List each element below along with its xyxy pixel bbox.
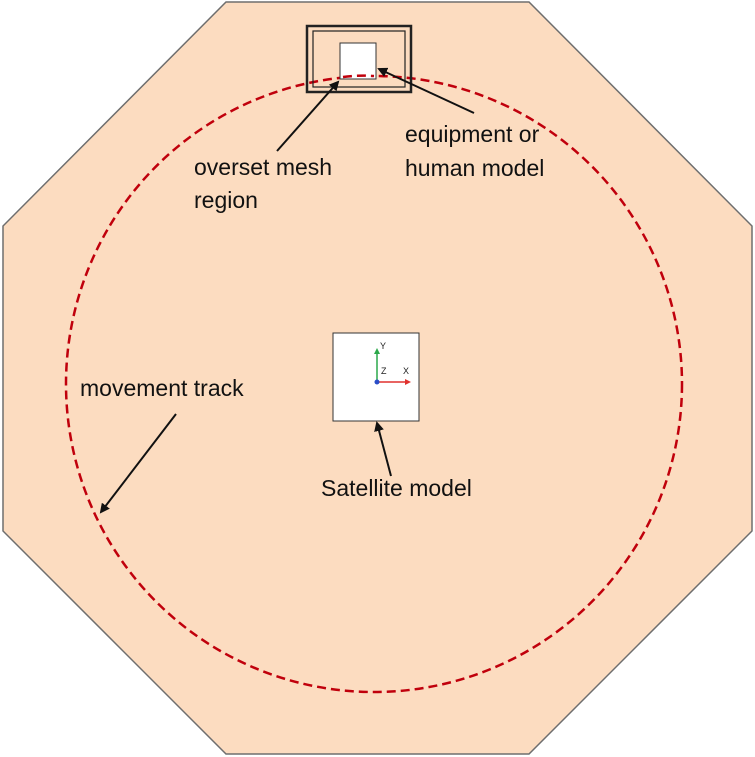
overset-mesh-label-line1: overset mesh (194, 154, 332, 180)
track-segment-over-box (342, 74, 375, 79)
coordinate-axes-icon: Y Z X (374, 341, 411, 385)
overset-mesh-region-outer (305, 24, 413, 94)
satellite-model-box (332, 332, 420, 422)
equipment-model-box (339, 42, 377, 80)
overset-mesh-arrow (276, 80, 340, 152)
satellite-arrow (374, 421, 392, 477)
origin-dot (374, 379, 380, 385)
x-axis-label: X (403, 366, 409, 376)
overset-mesh-label-line2: region (194, 187, 258, 213)
y-axis-arrowhead (374, 348, 380, 354)
z-axis-label: Z (381, 366, 387, 376)
equipment-label-line2: human model (405, 155, 544, 181)
x-axis-arrowhead (405, 379, 411, 385)
equipment-arrow (377, 67, 475, 114)
overset-mesh-region-inner (312, 30, 406, 88)
equipment-label-line1: equipment or (405, 121, 540, 147)
movement-track-label: movement track (80, 375, 244, 401)
movement-track-arrow (99, 413, 177, 514)
y-axis-label: Y (380, 341, 386, 351)
satellite-model-label: Satellite model (321, 475, 472, 501)
